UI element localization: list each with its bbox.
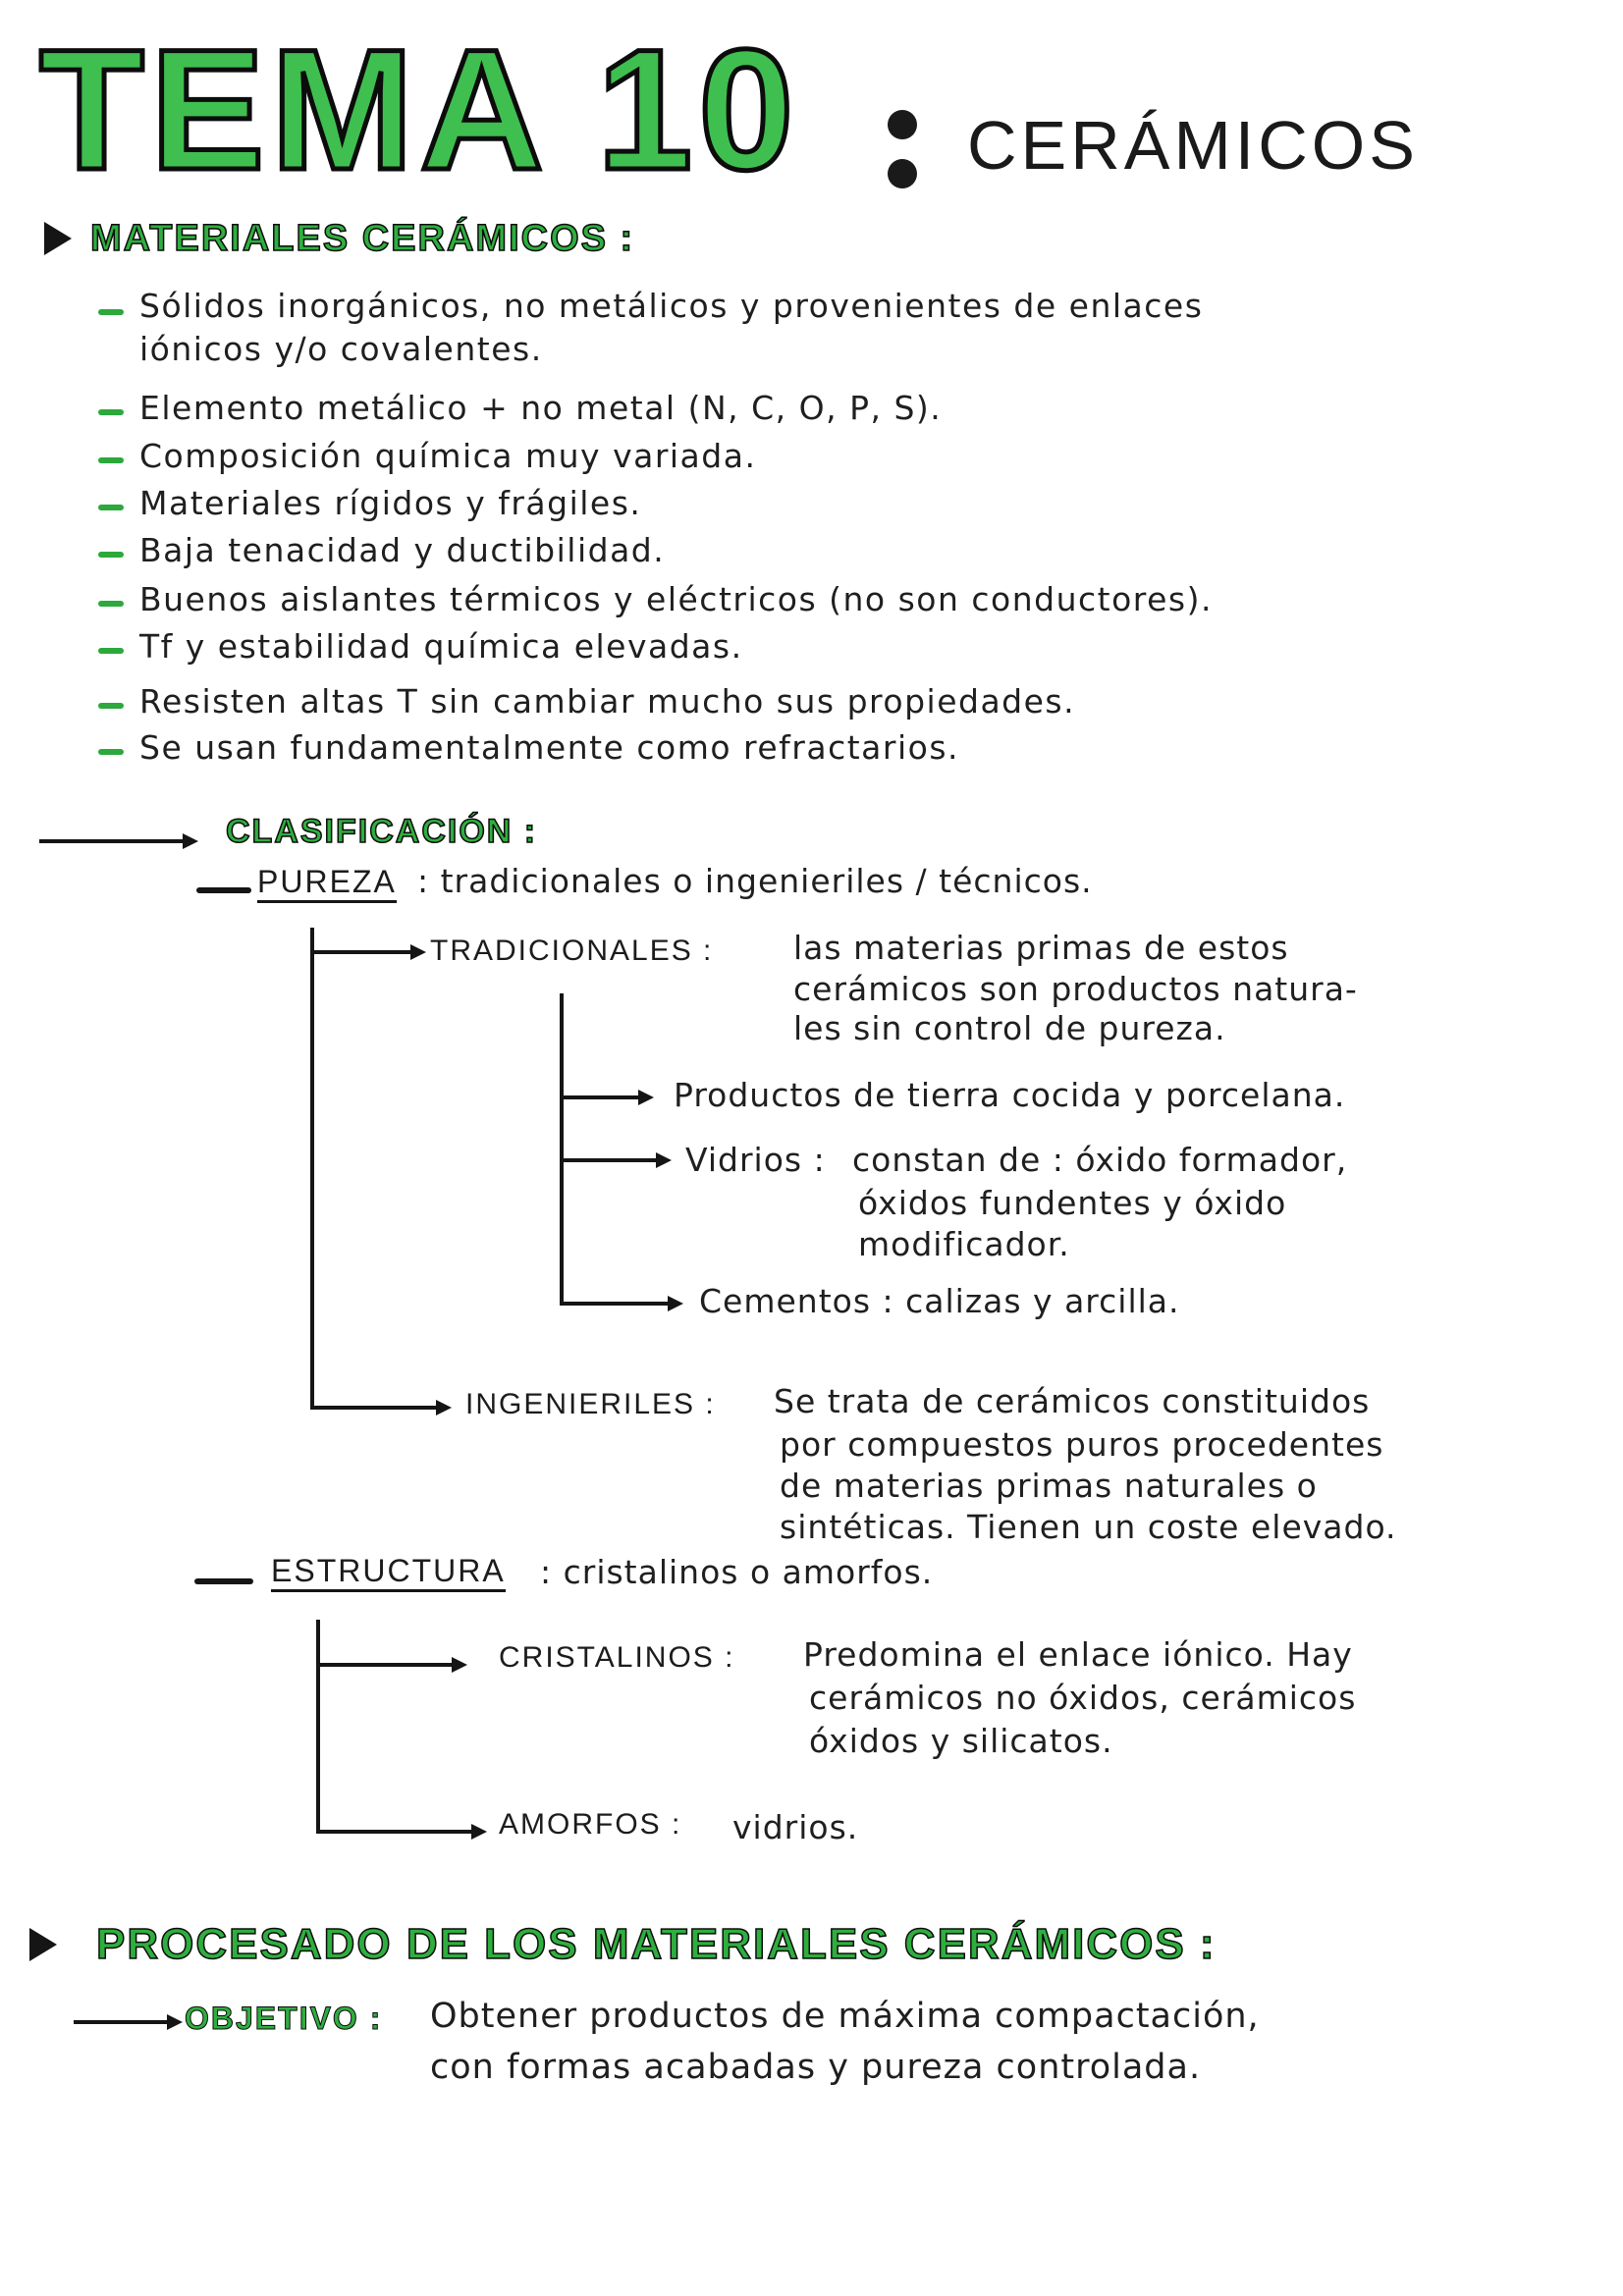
pureza-label: PUREZA: [257, 864, 397, 903]
tree-line: [316, 1830, 473, 1834]
arrow-right-icon: [656, 1152, 672, 1168]
section-heading-materiales: MATERIALES CERÁMICOS :: [89, 217, 635, 260]
arrow-line: [39, 839, 187, 843]
vidrios-label: Vidrios :: [685, 1141, 826, 1179]
list-item: Composición química muy variada.: [139, 437, 757, 475]
dash-bullet-icon: [98, 703, 124, 709]
arrow-right-icon: [410, 944, 426, 960]
tree-line: [310, 950, 412, 954]
cristalinos-line: cerámicos no óxidos, cerámicos: [809, 1679, 1357, 1717]
tradicionales-line: las materias primas de estos: [793, 929, 1289, 967]
amorfos-text: vidrios.: [732, 1808, 859, 1846]
productos-text: Productos de tierra cocida y porcelana.: [674, 1076, 1346, 1114]
tree-line: [560, 1302, 670, 1306]
dash-bullet-icon: [98, 601, 124, 607]
list-item: Se usan fundamentalmente como refractari…: [139, 728, 960, 767]
tree-line: [310, 928, 314, 1409]
tree-line: [560, 1158, 658, 1162]
dash-bullet-icon: [98, 309, 124, 315]
list-item: Materiales rígidos y frágiles.: [139, 484, 642, 522]
page-title: TEMA 10: [37, 15, 800, 206]
tree-line: [310, 1406, 438, 1410]
objetivo-line: Obtener productos de máxima compactación…: [430, 1997, 1260, 2036]
cementos-text: Cementos : calizas y arcilla.: [699, 1282, 1180, 1320]
cristalinos-label: CRISTALINOS :: [499, 1641, 735, 1674]
list-item: iónicos y/o covalentes.: [139, 330, 543, 368]
dash-bullet-icon: [98, 457, 124, 463]
arrow-right-icon: [436, 1400, 452, 1415]
dash-bullet-icon: [98, 749, 124, 755]
page-subtitle: CERÁMICOS: [967, 107, 1419, 184]
list-item: Elemento metálico + no metal (N, C, O, P…: [139, 389, 943, 427]
ingenieriles-line: de materias primas naturales o: [780, 1467, 1318, 1505]
dash-bullet-icon: [98, 505, 124, 510]
section-heading-clasificacion: CLASIFICACIÓN :: [225, 812, 538, 851]
tree-line: [560, 1095, 640, 1099]
arrow-right-icon: [183, 833, 198, 849]
tradicionales-label: TRADICIONALES :: [430, 934, 714, 967]
list-item: Resisten altas T sin cambiar mucho sus p…: [139, 682, 1076, 721]
arrow-right-icon: [167, 2014, 183, 2030]
ingenieriles-line: sintéticas. Tienen un coste elevado.: [780, 1508, 1397, 1546]
objetivo-line: con formas acabadas y pureza controlada.: [430, 2048, 1202, 2087]
pureza-text: : tradicionales o ingenieriles / técnico…: [417, 862, 1093, 900]
ingenieriles-label: INGENIERILES :: [465, 1388, 716, 1420]
arrow-right-icon: [638, 1090, 654, 1105]
ingenieriles-line: por compuestos puros procedentes: [780, 1425, 1384, 1464]
list-item: Tf y estabilidad química elevadas.: [139, 627, 743, 666]
estructura-text: : cristalinos o amorfos.: [540, 1553, 934, 1591]
dash-bullet-icon: [98, 648, 124, 654]
amorfos-label: AMORFOS :: [499, 1808, 682, 1841]
arrow-right-icon: [452, 1657, 467, 1673]
arrow-right-icon: [471, 1824, 487, 1840]
list-item: Sólidos inorgánicos, no metálicos y prov…: [139, 287, 1204, 325]
tree-line: [316, 1620, 320, 1834]
arrow-right-icon: [668, 1296, 683, 1311]
section-heading-procesado: PROCESADO DE LOS MATERIALES CERÁMICOS :: [95, 1919, 1217, 1969]
triangle-bullet-icon: [44, 222, 72, 255]
dash-bullet-icon: [194, 1578, 253, 1584]
tree-line: [560, 993, 564, 1306]
triangle-bullet-icon: [29, 1928, 57, 1961]
objetivo-label: OBJETIVO :: [184, 2001, 383, 2037]
arrow-line: [74, 2020, 172, 2024]
cristalinos-line: óxidos y silicatos.: [809, 1722, 1113, 1760]
ingenieriles-line: Se trata de cerámicos constituidos: [774, 1382, 1371, 1420]
vidrios-line: óxidos fundentes y óxido: [858, 1184, 1287, 1222]
dash-bullet-icon: [196, 887, 251, 893]
tree-line: [316, 1663, 454, 1667]
tradicionales-line: les sin control de pureza.: [793, 1009, 1226, 1047]
cristalinos-line: Predomina el enlace iónico. Hay: [803, 1635, 1353, 1674]
tradicionales-line: cerámicos son productos natura-: [793, 970, 1358, 1008]
vidrios-line: constan de : óxido formador,: [852, 1141, 1348, 1179]
dash-bullet-icon: [98, 409, 124, 415]
title-colon: [884, 98, 923, 196]
list-item: Baja tenacidad y ductibilidad.: [139, 531, 666, 569]
vidrios-line: modificador.: [858, 1225, 1070, 1263]
list-item: Buenos aislantes térmicos y eléctricos (…: [139, 580, 1213, 618]
dash-bullet-icon: [98, 552, 124, 558]
estructura-label: ESTRUCTURA: [271, 1553, 506, 1592]
